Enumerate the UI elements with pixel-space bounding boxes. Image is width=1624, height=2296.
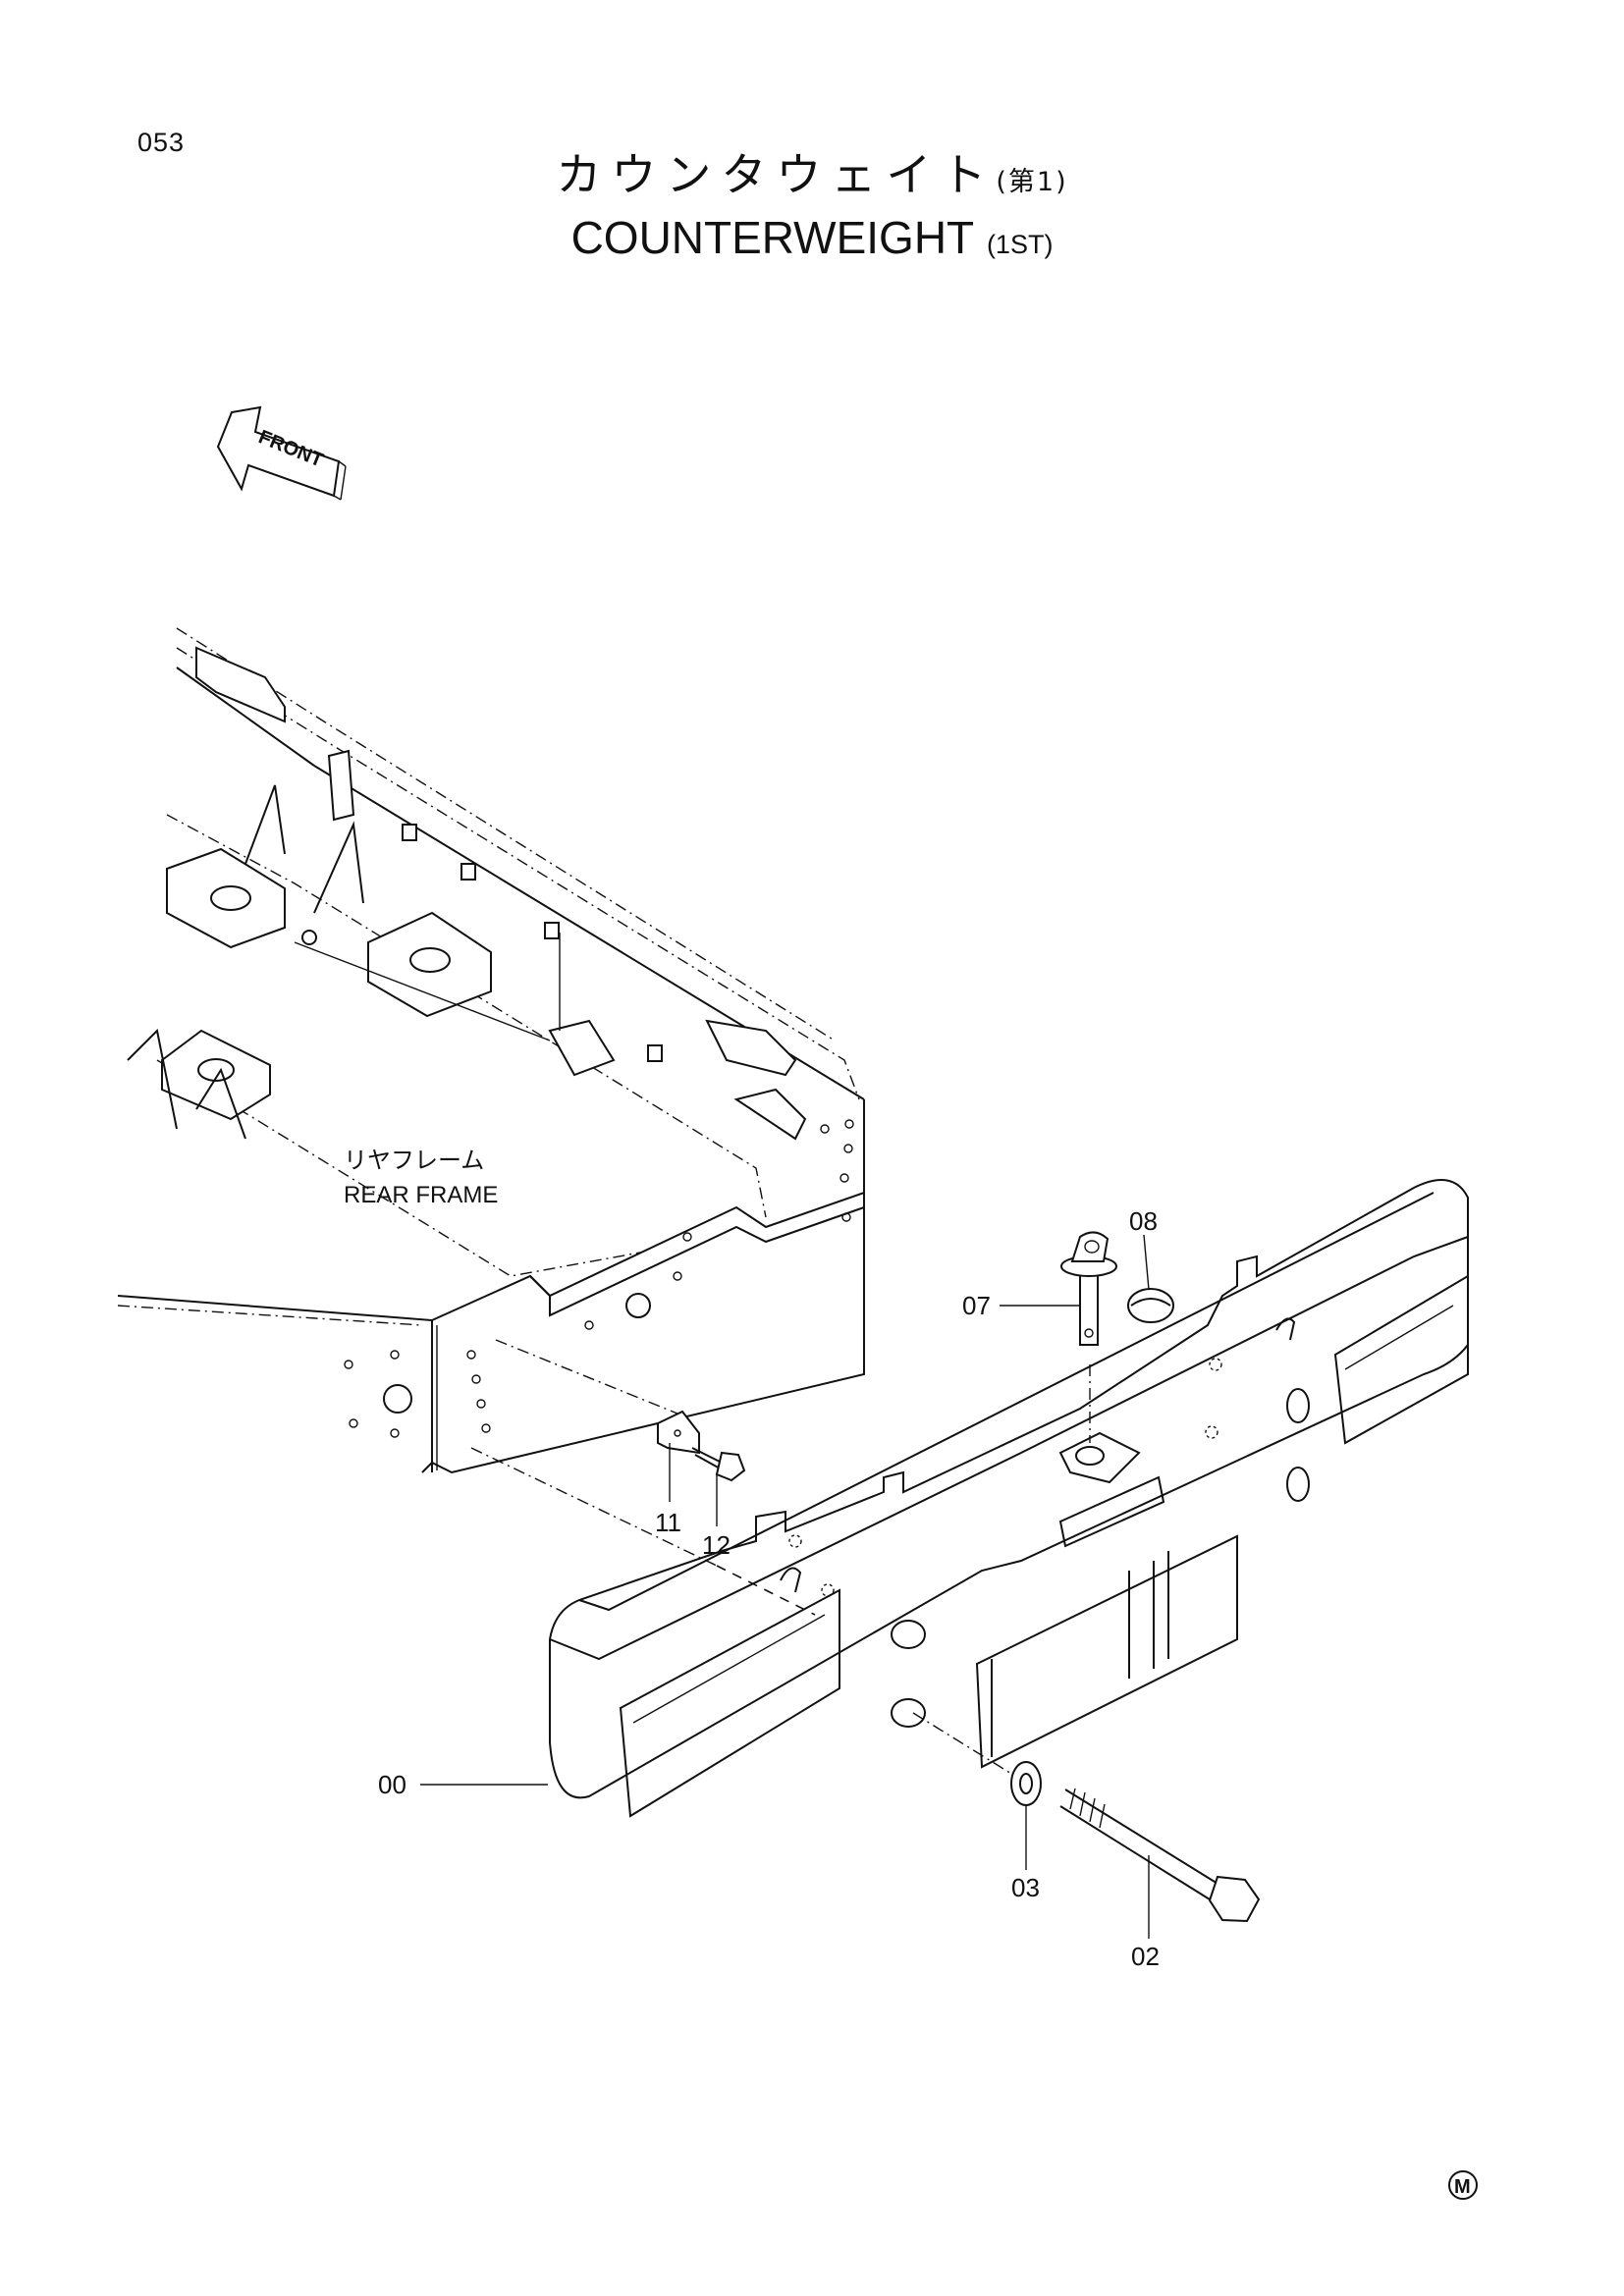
counterweight-drawing: [549, 1179, 1469, 1818]
bracket-part-11: [657, 1410, 700, 1455]
rear-frame-label-jp: リヤフレーム: [344, 1148, 484, 1174]
title-english: COUNTERWEIGHT (1ST): [0, 210, 1624, 272]
bolt-part-12: [691, 1447, 746, 1482]
callout-00: 00: [378, 1770, 406, 1799]
m-mark-icon: M: [1448, 2170, 1478, 2200]
title-english-suffix: (1ST): [986, 230, 1054, 259]
m-mark-letter: M: [1454, 2176, 1471, 2198]
title-japanese: カウンタウェイト(第1): [0, 147, 1624, 210]
callout-12: 12: [702, 1530, 731, 1560]
bolt-part-02: [1059, 1788, 1261, 1923]
title-japanese-suffix: (第1): [996, 167, 1068, 197]
page-number: 053: [137, 128, 186, 157]
pin-part-07: [1060, 1231, 1117, 1346]
clip-part-08: [1127, 1288, 1174, 1323]
rear-frame-drawing: リヤフレーム REAR FRAME: [117, 627, 865, 1474]
callout-11: 11: [655, 1508, 681, 1537]
callout-02: 02: [1131, 1942, 1160, 1971]
callout-03: 03: [1011, 1873, 1040, 1902]
rear-frame-label-en: REAR FRAME: [344, 1182, 498, 1208]
callout-07: 07: [962, 1291, 991, 1320]
title-block: カウンタウェイト(第1) COUNTERWEIGHT (1ST): [0, 147, 1624, 272]
callout-08: 08: [1129, 1206, 1158, 1236]
washer-part-03: [1010, 1761, 1042, 1806]
title-english-main: COUNTERWEIGHT: [570, 212, 975, 263]
front-arrow-icon: FRONT: [216, 405, 347, 501]
title-japanese-main: カウンタウェイト: [556, 148, 997, 201]
